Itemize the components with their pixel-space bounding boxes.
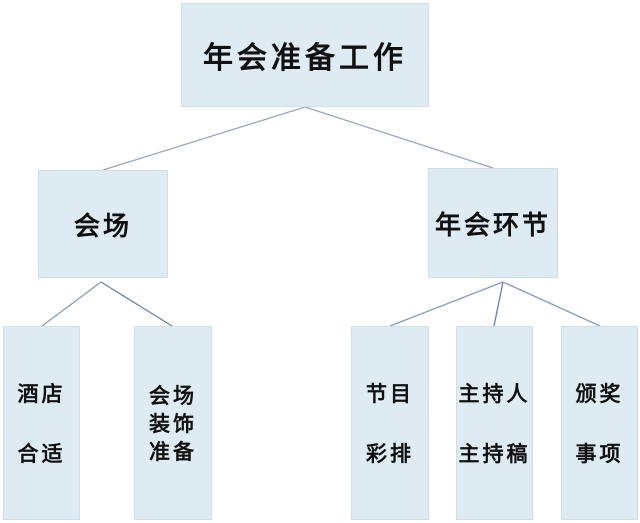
leaf-line: 事项 <box>575 442 624 466</box>
leaf-line: 酒店 <box>17 382 66 406</box>
leaf-node-host: 主持人 主持稿 <box>456 326 533 520</box>
connector-root-to-program <box>304 106 494 169</box>
leaf-line: 彩排 <box>366 442 414 466</box>
leaf-line: 准备 <box>149 440 197 464</box>
leaf-node-hotel: 酒店 合适 <box>3 326 80 520</box>
leaf-node-rehearsal: 节目 彩排 <box>351 326 429 520</box>
leaf-line: 颁奖 <box>575 382 624 406</box>
branch-node-program: 年会环节 <box>428 168 558 278</box>
connector-root-to-venue <box>102 106 306 171</box>
connector-venue-to-hotel <box>41 281 102 327</box>
leaf-line: 装饰 <box>149 412 197 436</box>
root-node: 年会准备工作 <box>181 3 429 107</box>
leaf-line: 节目 <box>366 382 414 406</box>
leaf-node-decor: 会场 装饰 准备 <box>134 326 212 520</box>
leaf-line: 主持稿 <box>458 442 531 466</box>
leaf-line: 会场 <box>149 384 197 408</box>
leaf-line: 合适 <box>17 442 66 466</box>
connector-program-to-host <box>493 281 504 327</box>
root-label: 年会准备工作 <box>203 41 407 76</box>
connector-venue-to-decor <box>100 281 173 327</box>
connector-program-to-rehearsal <box>389 281 504 327</box>
branch-node-venue: 会场 <box>38 170 168 278</box>
connector-program-to-award <box>502 281 601 327</box>
branch-label: 年会环节 <box>434 210 551 241</box>
branch-label: 会场 <box>73 211 132 242</box>
leaf-node-award: 颁奖 事项 <box>561 326 638 520</box>
leaf-line: 主持人 <box>458 382 531 406</box>
